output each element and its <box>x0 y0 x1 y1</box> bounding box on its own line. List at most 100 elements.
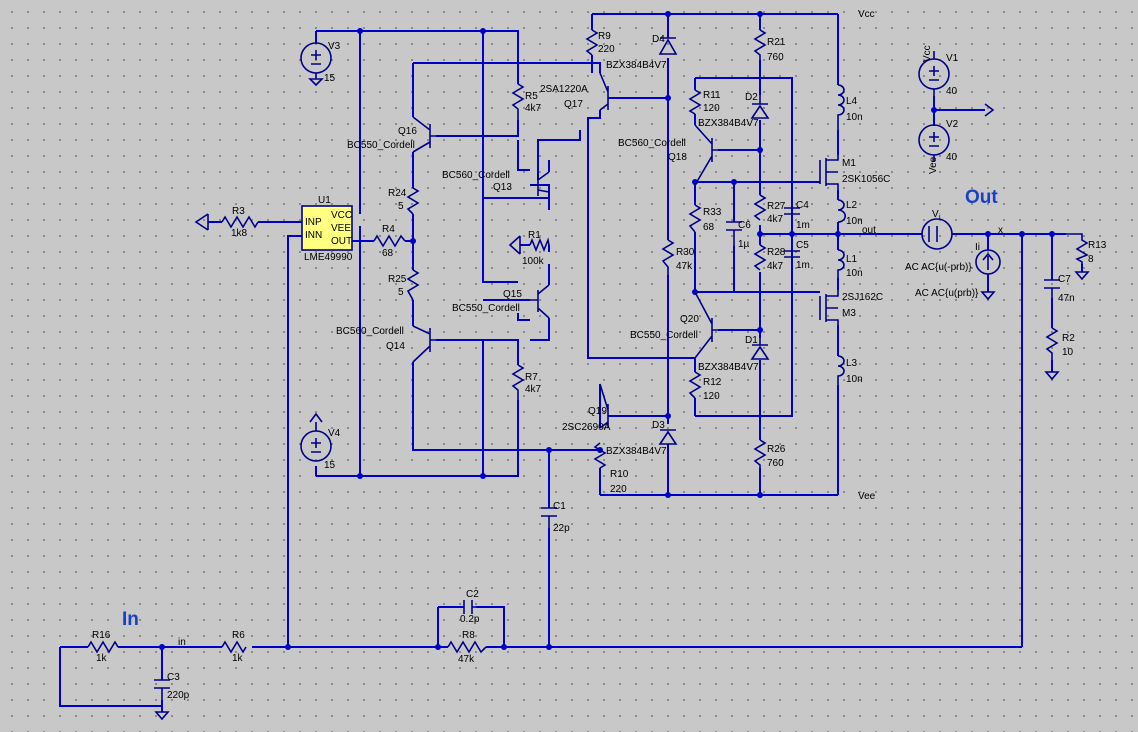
net-vee: Vee <box>858 491 876 502</box>
label-transistors-1-model: BC560_Cordell <box>336 326 404 337</box>
label-sources-3-value: 15 <box>324 460 336 471</box>
label-transistors-0-ref: Q13 <box>493 182 512 193</box>
label-diodes-0-ref: D1 <box>745 335 758 346</box>
label-transistors-8-ref: M1 <box>842 158 856 169</box>
label-resistors-15-value: 5 <box>398 201 404 212</box>
label-inductors-3-value: 10n <box>846 112 863 123</box>
label-resistors-21-value: 68 <box>703 222 715 233</box>
label-transistors-9-model: 2SJ162C <box>842 292 883 303</box>
label-transistors-2-model: BC550_Cordell <box>452 303 520 314</box>
label-resistors-9-value: 220 <box>610 484 627 495</box>
label-sources-5-alt: AC AC{u(prb)} <box>915 288 979 299</box>
label-transistors-1-ref: Q14 <box>386 341 405 352</box>
label-transistors-0-model: BC560_Cordell <box>442 170 510 181</box>
label-diodes-4-model: BZX384B4V7 <box>698 362 759 373</box>
opamp-model: LME49990 <box>304 252 353 263</box>
label-sources-1-value: 40 <box>946 152 958 163</box>
label-capacitors-2-ref: C3 <box>167 672 180 683</box>
label-sources-0-ref: V1 <box>946 53 959 64</box>
net-vcc: Vcc <box>858 9 875 20</box>
label-resistors-4-value: 4k7 <box>525 103 542 114</box>
opamp-pin-out: OUT <box>331 236 352 247</box>
label-resistors-13-ref: R16 <box>92 630 111 641</box>
label-diodes-2-ref: D3 <box>652 420 665 431</box>
label-transistors-5-ref: Q18 <box>668 152 687 163</box>
opamp-body <box>301 205 353 251</box>
label-capacitors-0-ref: C1 <box>553 501 566 512</box>
static-label: i <box>939 214 941 221</box>
label-capacitors-5-value: 1µ <box>738 239 750 250</box>
label-resistors-14-value: 760 <box>767 52 784 63</box>
label-inductors-2-ref: L3 <box>846 358 858 369</box>
label-resistors-19-ref: R28 <box>767 247 786 258</box>
label-resistors-7-ref: R8 <box>462 630 475 641</box>
label-capacitors-1-value: 0.2p <box>460 614 480 625</box>
label-resistors-4-ref: R5 <box>525 91 538 102</box>
label-transistors-8-model: 2SK1056C <box>842 174 890 185</box>
label-diodes-5-model: BZX384B4V7 <box>698 118 759 129</box>
label-transistors-4-ref: Q17 <box>564 99 583 110</box>
transistor-symbols <box>412 72 839 429</box>
net-out: out <box>862 225 876 236</box>
label-diodes-3-ref: D4 <box>652 34 665 45</box>
label-sources-3-ref: V4 <box>328 428 341 439</box>
wires <box>59 13 1083 712</box>
label-resistors-18-ref: R27 <box>767 201 786 212</box>
label-resistors-3-ref: R4 <box>382 224 395 235</box>
label-inductors-2-value: 10n <box>846 374 863 385</box>
opamp-pin-vcc: VCC <box>331 210 352 221</box>
label-capacitors-6-ref: C7 <box>1058 274 1071 285</box>
label-capacitors-0-value: 22p <box>553 523 570 534</box>
label-inductors-3-ref: L4 <box>846 96 858 107</box>
label-resistors-16-ref: R25 <box>388 274 407 285</box>
label-resistors-13-value: 1k <box>96 653 108 664</box>
label-resistors-2-ref: R3 <box>232 206 245 217</box>
static-label: Vee <box>928 156 939 174</box>
label-resistors-5-ref: R6 <box>232 630 245 641</box>
label-resistors-10-ref: R11 <box>703 90 721 101</box>
label-transistors-3-model: BC550_Cordell <box>347 140 415 151</box>
label-resistors-15-ref: R24 <box>388 188 407 199</box>
label-resistors-5-value: 1k <box>232 653 244 664</box>
label-capacitors-1-ref: C2 <box>466 589 479 600</box>
label-resistors-1-value: 10 <box>1062 347 1074 358</box>
label-resistors-8-ref: R9 <box>598 31 611 42</box>
label-resistors-7-value: 47k <box>458 654 475 665</box>
label-resistors-20-value: 47k <box>676 261 693 272</box>
label-resistors-9-ref: R10 <box>610 469 629 480</box>
label-resistors-14-ref: R21 <box>767 37 786 48</box>
label-inductors-0-value: 10n <box>846 268 863 279</box>
net-x: x <box>998 225 1003 236</box>
label-resistors-12-ref: R13 <box>1088 240 1107 251</box>
labels: In Out Vcc Vee out x in U1 LME49990 VCC … <box>92 9 1107 701</box>
label-resistors-1-ref: R2 <box>1062 333 1075 344</box>
label-capacitors-2-value: 220p <box>167 690 190 701</box>
label-resistors-16-value: 5 <box>398 287 404 298</box>
label-resistors-17-ref: R26 <box>767 444 786 455</box>
label-resistors-20-ref: R30 <box>676 247 695 258</box>
label-transistors-6-ref: Q19 <box>588 406 607 417</box>
label-resistors-3-value: 68 <box>382 248 394 259</box>
junction-dots <box>159 11 1055 650</box>
label-resistors-17-value: 760 <box>767 458 784 469</box>
label-resistors-0-value: 100k <box>522 256 545 267</box>
label-transistors-6-model: 2SC2690A <box>562 422 611 433</box>
label-transistors-7-model: BC550_Cordell <box>630 330 698 341</box>
label-capacitors-4-value: 1m <box>796 260 810 271</box>
label-inductors-1-value: 10n <box>846 216 863 227</box>
label-transistors-7-ref: Q20 <box>680 314 699 325</box>
static-label: Vcc <box>922 45 933 62</box>
label-diodes-1-ref: D2 <box>745 92 758 103</box>
label-resistors-0-ref: R1 <box>528 230 541 241</box>
opamp-ref: U1 <box>318 195 331 206</box>
opamp-pin-inp: INP <box>305 217 322 228</box>
label-sources-2-value: 15 <box>324 73 336 84</box>
label-capacitors-4-ref: C5 <box>796 240 809 251</box>
static-label: M3 <box>842 308 856 319</box>
label-capacitors-3-ref: C4 <box>796 200 809 211</box>
label-resistors-21-ref: R33 <box>703 207 722 218</box>
label-transistors-5-model: BC560_Cordell <box>618 138 686 149</box>
label-resistors-12-value: 8 <box>1088 254 1094 265</box>
